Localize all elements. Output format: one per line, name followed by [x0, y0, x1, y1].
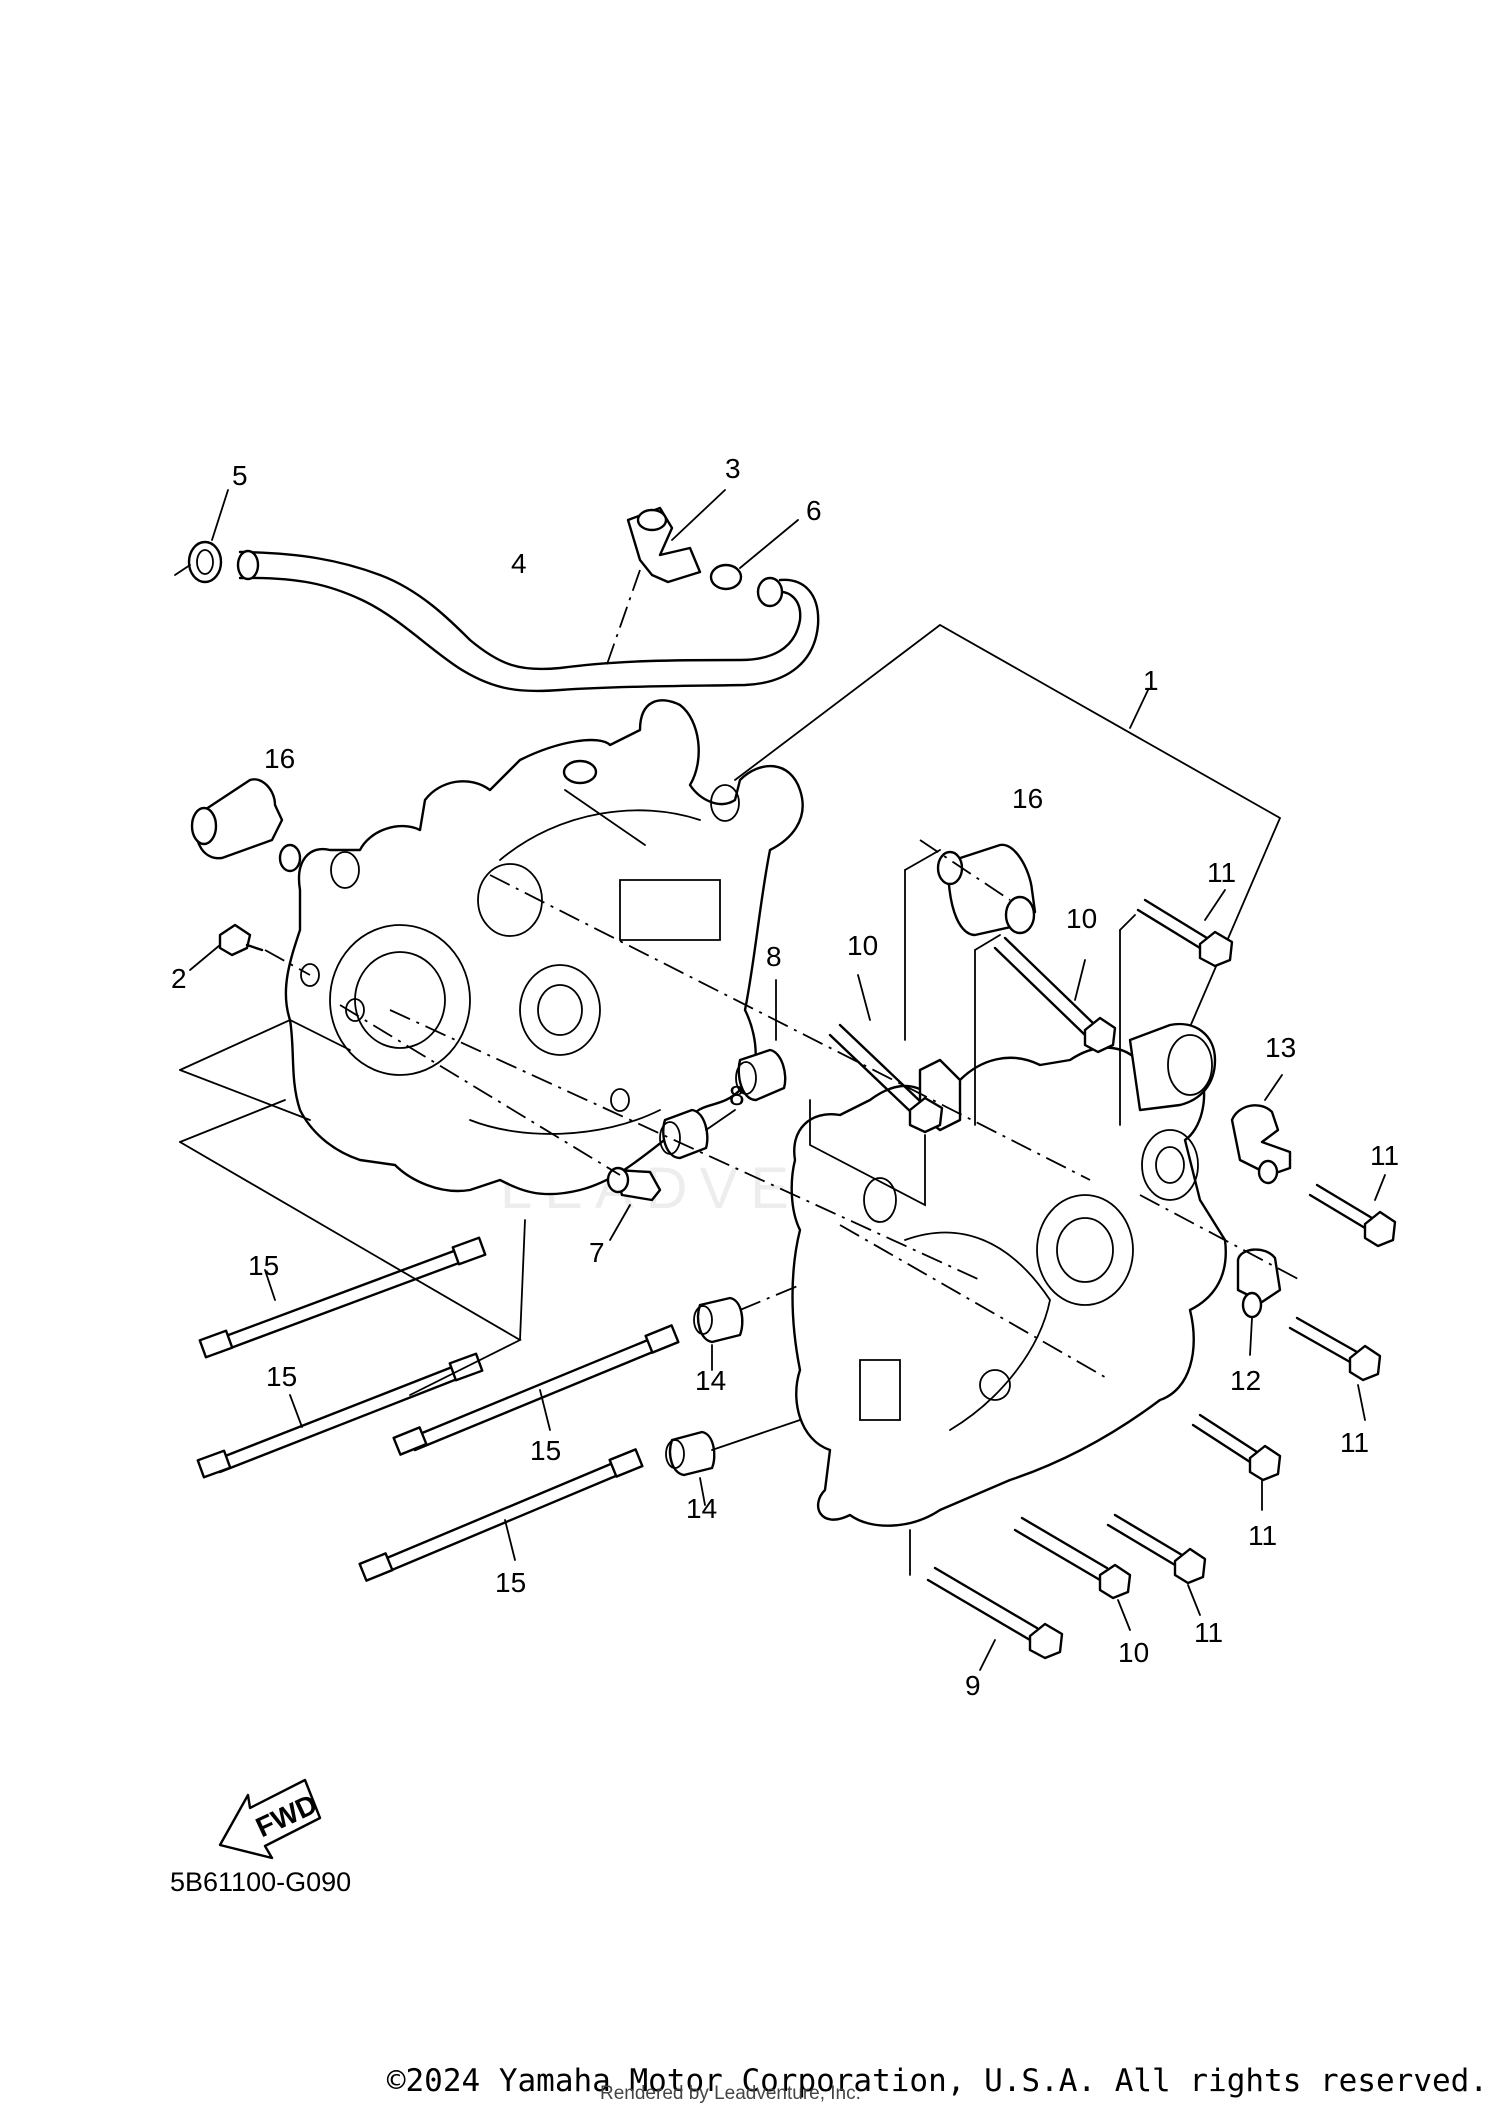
callout-15-c: 15: [530, 1435, 561, 1466]
callout-11-b: 11: [1370, 1140, 1399, 1171]
collar-part-8-upper: [735, 979, 787, 1102]
dowel-part-14-upper: [693, 1284, 801, 1371]
callout-16-left: 16: [264, 743, 295, 774]
hose-clip-part-5: [174, 489, 229, 584]
dowel-part-14-lower: [665, 1419, 801, 1506]
callout-5: 5: [232, 460, 248, 491]
callout-4: 4: [511, 548, 527, 579]
callout-15-a: 15: [248, 1250, 279, 1281]
callout-8-upper: 8: [766, 941, 782, 972]
callout-11-a: 11: [1207, 857, 1236, 888]
right-crankcase: [790, 1022, 1227, 1527]
rendered-by-credit: Rendered by Leadventure, Inc.: [600, 2083, 861, 2104]
diagram-code: 5B61100-G090: [170, 1867, 352, 1897]
dowel-pin-part-16-left: [190, 778, 302, 873]
callout-16-right: 16: [1012, 783, 1043, 814]
bolt-part-10-b: [993, 936, 1117, 1054]
clamp-part-12: [1236, 1248, 1282, 1356]
stud-part-15-a: [198, 1236, 487, 1359]
assembly-bracket-1: [734, 623, 1282, 1051]
callout-6: 6: [806, 495, 822, 526]
fwd-arrow-icon: FWD: [218, 1778, 322, 1860]
bolt-part-11-e: [1106, 1513, 1207, 1616]
stud-part-15-d: [358, 1448, 644, 1582]
bolt-part-11-b: [1308, 1174, 1397, 1248]
collar-part-8-lower: [659, 1108, 736, 1160]
callout-15-d: 15: [495, 1567, 526, 1598]
bolt-part-11-a: [1136, 889, 1234, 968]
callout-9: 9: [965, 1670, 981, 1701]
copyright-notice: ©2024 Yamaha Motor Corporation, U.S.A. A…: [386, 2063, 1488, 2099]
bolt-part-11-d: [1191, 1413, 1282, 1511]
callout-11-c: 11: [1340, 1427, 1369, 1458]
callout-labels: 1 2 3 4 5 6 7 8 8 9 10 10 10 11 11 11 11…: [171, 453, 1399, 1701]
clamp-part-13: [1230, 1074, 1292, 1185]
callout-7: 7: [589, 1237, 605, 1268]
bolt-part-2: [189, 923, 311, 976]
callout-13: 13: [1265, 1032, 1296, 1063]
callout-10-b: 10: [1066, 903, 1097, 934]
stud-part-15-c: [392, 1324, 680, 1456]
callout-11-e: 11: [1194, 1617, 1223, 1648]
stud-part-15-b: [196, 1352, 484, 1479]
breather-joint-part-3: [604, 489, 726, 671]
callout-1: 1: [1143, 665, 1159, 696]
breather-hose-part-4: [236, 549, 820, 693]
callout-12: 12: [1230, 1365, 1261, 1396]
callout-10-c: 10: [1118, 1637, 1149, 1668]
left-crankcase: [284, 699, 804, 1196]
callout-14-lower: 14: [686, 1493, 717, 1524]
bolt-part-10-c: [1013, 1516, 1132, 1631]
callout-10-a: 10: [847, 930, 878, 961]
explosion-guides: [179, 849, 1301, 1576]
callout-3: 3: [725, 453, 741, 484]
callout-15-b: 15: [266, 1361, 297, 1392]
bolt-part-10-a: [828, 974, 944, 1134]
callout-14-upper: 14: [695, 1365, 726, 1396]
callout-2: 2: [171, 963, 187, 994]
hose-clip-part-6: [709, 519, 799, 591]
bolt-part-11-c: [1288, 1316, 1382, 1421]
dowel-pin-part-16-right: [919, 839, 1037, 937]
sensor-part-7: [339, 1004, 662, 1241]
callout-8-lower: 8: [729, 1080, 745, 1111]
callout-11-d: 11: [1248, 1520, 1277, 1551]
bolt-part-9: [926, 1566, 1064, 1671]
